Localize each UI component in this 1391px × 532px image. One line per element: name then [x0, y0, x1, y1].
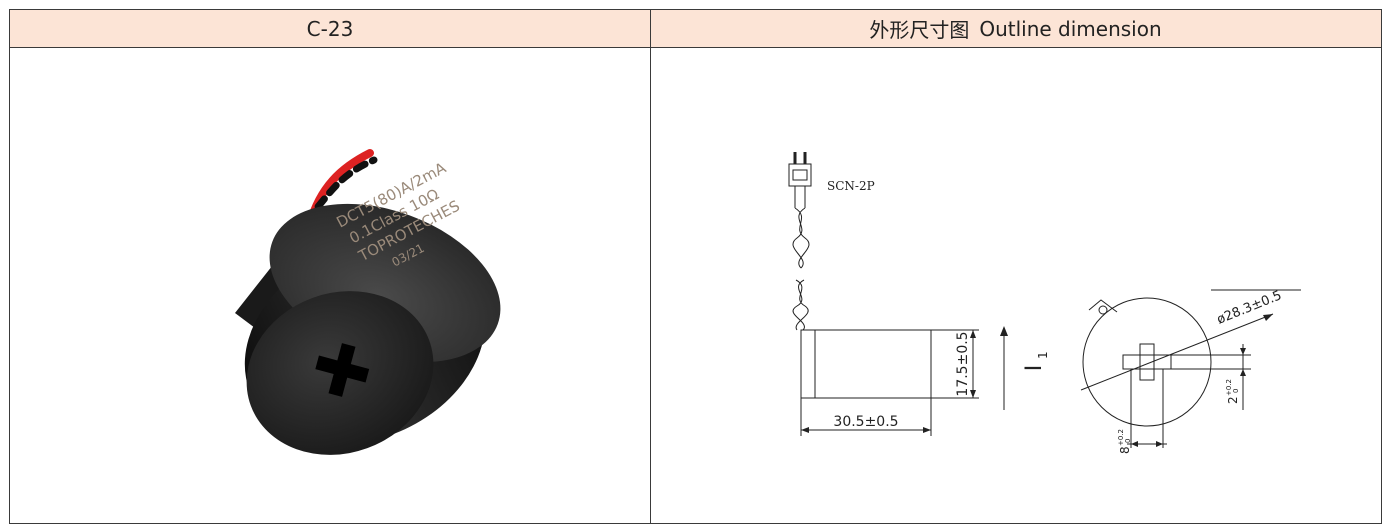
slot-width-dimension: 8 +0.2 0	[1117, 429, 1132, 454]
svg-text:1: 1	[1036, 351, 1050, 359]
slot-height-dimension: 2 +0.2 0	[1225, 379, 1240, 404]
svg-text:I: I	[1022, 365, 1047, 372]
product-photo-cell: DCT5(80)A/2mA 0.1Class 10Ω TOPROTECHES 0…	[10, 48, 650, 523]
model-name: C-23	[306, 16, 354, 41]
product-photo: DCT5(80)A/2mA 0.1Class 10Ω TOPROTECHES 0…	[235, 149, 501, 455]
column-divider	[650, 10, 651, 523]
body-front-view	[1082, 297, 1212, 427]
spec-table: C-23 外形尺寸图 Outline dimension	[9, 9, 1382, 524]
width-dimension: 30.5±0.5	[833, 414, 898, 430]
outline-drawing-cell: SCN-2P 30.5±0.5 17.5±0.5 I 1 ø28.3±0.5 2…	[651, 48, 1381, 523]
svg-text:+0.2: +0.2	[1117, 429, 1125, 446]
svg-text:0: 0	[1124, 439, 1132, 443]
svg-text:0: 0	[1232, 389, 1240, 393]
connector-window	[792, 169, 808, 181]
height-dimension: 17.5±0.5	[955, 331, 971, 396]
diameter-dimension: ø28.3±0.5	[1215, 288, 1284, 328]
model-header: C-23	[10, 10, 650, 48]
current-label: I 1	[1022, 351, 1050, 371]
body-side-view	[800, 329, 932, 399]
svg-text:+0.2: +0.2	[1225, 379, 1233, 396]
outline-title-en: Outline dimension	[979, 16, 1162, 41]
connector-housing	[788, 163, 812, 187]
outline-drawing: SCN-2P 30.5±0.5 17.5±0.5 I 1 ø28.3±0.5 2…	[788, 152, 1301, 454]
svg-text:2: 2	[1226, 396, 1240, 404]
connector-label: SCN-2P	[827, 179, 875, 193]
outline-title-cn: 外形尺寸图	[869, 18, 970, 42]
svg-text:8: 8	[1118, 446, 1132, 454]
outline-header: 外形尺寸图 Outline dimension	[650, 10, 1381, 48]
